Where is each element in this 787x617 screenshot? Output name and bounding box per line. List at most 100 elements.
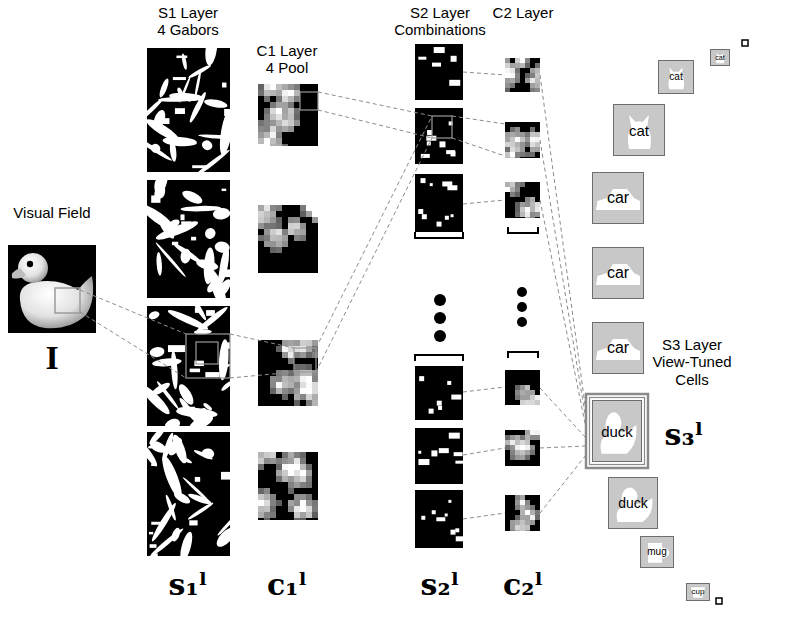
map-response	[505, 142, 510, 147]
map-response	[258, 120, 264, 126]
map-response	[451, 530, 456, 535]
cell-label: cat	[715, 54, 724, 61]
map-response	[418, 451, 421, 454]
map-response	[288, 120, 294, 126]
map-response	[187, 63, 212, 79]
map-response	[276, 470, 282, 476]
map-response	[270, 229, 276, 235]
map-response	[530, 400, 535, 405]
map-response	[170, 527, 182, 543]
map-response	[535, 400, 540, 405]
layer-symbol: c₂ˡ	[503, 568, 543, 603]
map-response	[510, 68, 515, 73]
map-response	[312, 217, 318, 223]
map-ground	[415, 366, 463, 420]
map-response	[270, 126, 276, 132]
map-response	[300, 494, 306, 500]
map-response	[300, 388, 306, 394]
map-response	[530, 73, 535, 78]
map-response	[149, 527, 185, 556]
cell-label: car	[607, 340, 629, 356]
dashed-line	[540, 455, 586, 513]
map-response	[288, 229, 294, 235]
map-response	[151, 522, 162, 525]
map-response	[525, 152, 530, 157]
map-response	[270, 247, 276, 253]
map-response	[288, 506, 294, 512]
map-response	[300, 394, 306, 400]
map-response	[270, 512, 276, 518]
object-silhouette	[628, 115, 651, 149]
map-response	[282, 394, 288, 400]
map-response	[505, 187, 510, 192]
map-response	[505, 88, 510, 92]
map-response	[276, 464, 282, 470]
map-response	[282, 144, 288, 146]
ellipsis-dot	[517, 317, 527, 327]
map-response	[282, 84, 288, 90]
map-response	[520, 152, 525, 157]
map-response	[276, 458, 282, 464]
map-response	[270, 458, 276, 464]
map-response	[158, 220, 176, 240]
map-response	[264, 126, 270, 132]
object-silhouette	[601, 412, 637, 453]
map-response	[264, 512, 270, 518]
map-response	[530, 132, 535, 137]
map-response	[270, 500, 276, 506]
map-response	[312, 512, 318, 518]
dashed-line	[540, 200, 586, 428]
map-response	[169, 92, 203, 102]
map-response	[505, 78, 510, 83]
map-response	[288, 346, 294, 352]
map-response	[510, 435, 515, 440]
map-response	[312, 211, 318, 217]
map-response	[276, 205, 282, 211]
map-response	[282, 464, 288, 470]
map-response	[520, 137, 525, 142]
feature-maps	[131, 32, 540, 563]
map-response	[154, 218, 199, 243]
map-response	[525, 202, 530, 207]
map-response	[264, 217, 270, 223]
cell-label: car	[607, 265, 629, 281]
map-response	[258, 138, 264, 144]
dashed-line	[540, 388, 586, 438]
view-tuned-cell: car	[592, 172, 644, 224]
map-response	[294, 84, 300, 90]
map-response	[288, 482, 294, 488]
map-response	[535, 202, 540, 207]
map-response	[192, 165, 209, 168]
map-response	[535, 147, 540, 152]
map-response	[505, 132, 510, 137]
map-response	[264, 488, 270, 494]
view-tuned-cell: cat	[613, 104, 665, 156]
map-response	[505, 435, 510, 440]
map-response	[429, 409, 434, 414]
map-response	[525, 142, 530, 147]
map-response	[525, 395, 530, 400]
map-response	[270, 382, 276, 388]
dashed-line	[463, 513, 505, 519]
map-response	[294, 96, 300, 102]
map-response	[294, 400, 300, 406]
map-response	[530, 217, 535, 218]
map-response	[282, 352, 288, 358]
map-response	[510, 78, 515, 83]
map-response	[418, 209, 423, 214]
map-response	[525, 217, 530, 218]
dashed-line	[463, 200, 505, 204]
dashed-line	[540, 75, 586, 412]
map-response	[300, 352, 306, 358]
map-response	[505, 137, 510, 142]
map-response	[510, 440, 515, 445]
layer-heading: S2 Layer Combinations	[392, 4, 488, 39]
tiny-cell	[742, 40, 748, 46]
map-response	[530, 445, 535, 450]
map-response	[149, 532, 153, 534]
map-response	[520, 515, 525, 520]
map-response	[288, 114, 294, 120]
map-response	[294, 229, 300, 235]
map-response	[530, 430, 535, 435]
feature-map	[415, 174, 463, 232]
